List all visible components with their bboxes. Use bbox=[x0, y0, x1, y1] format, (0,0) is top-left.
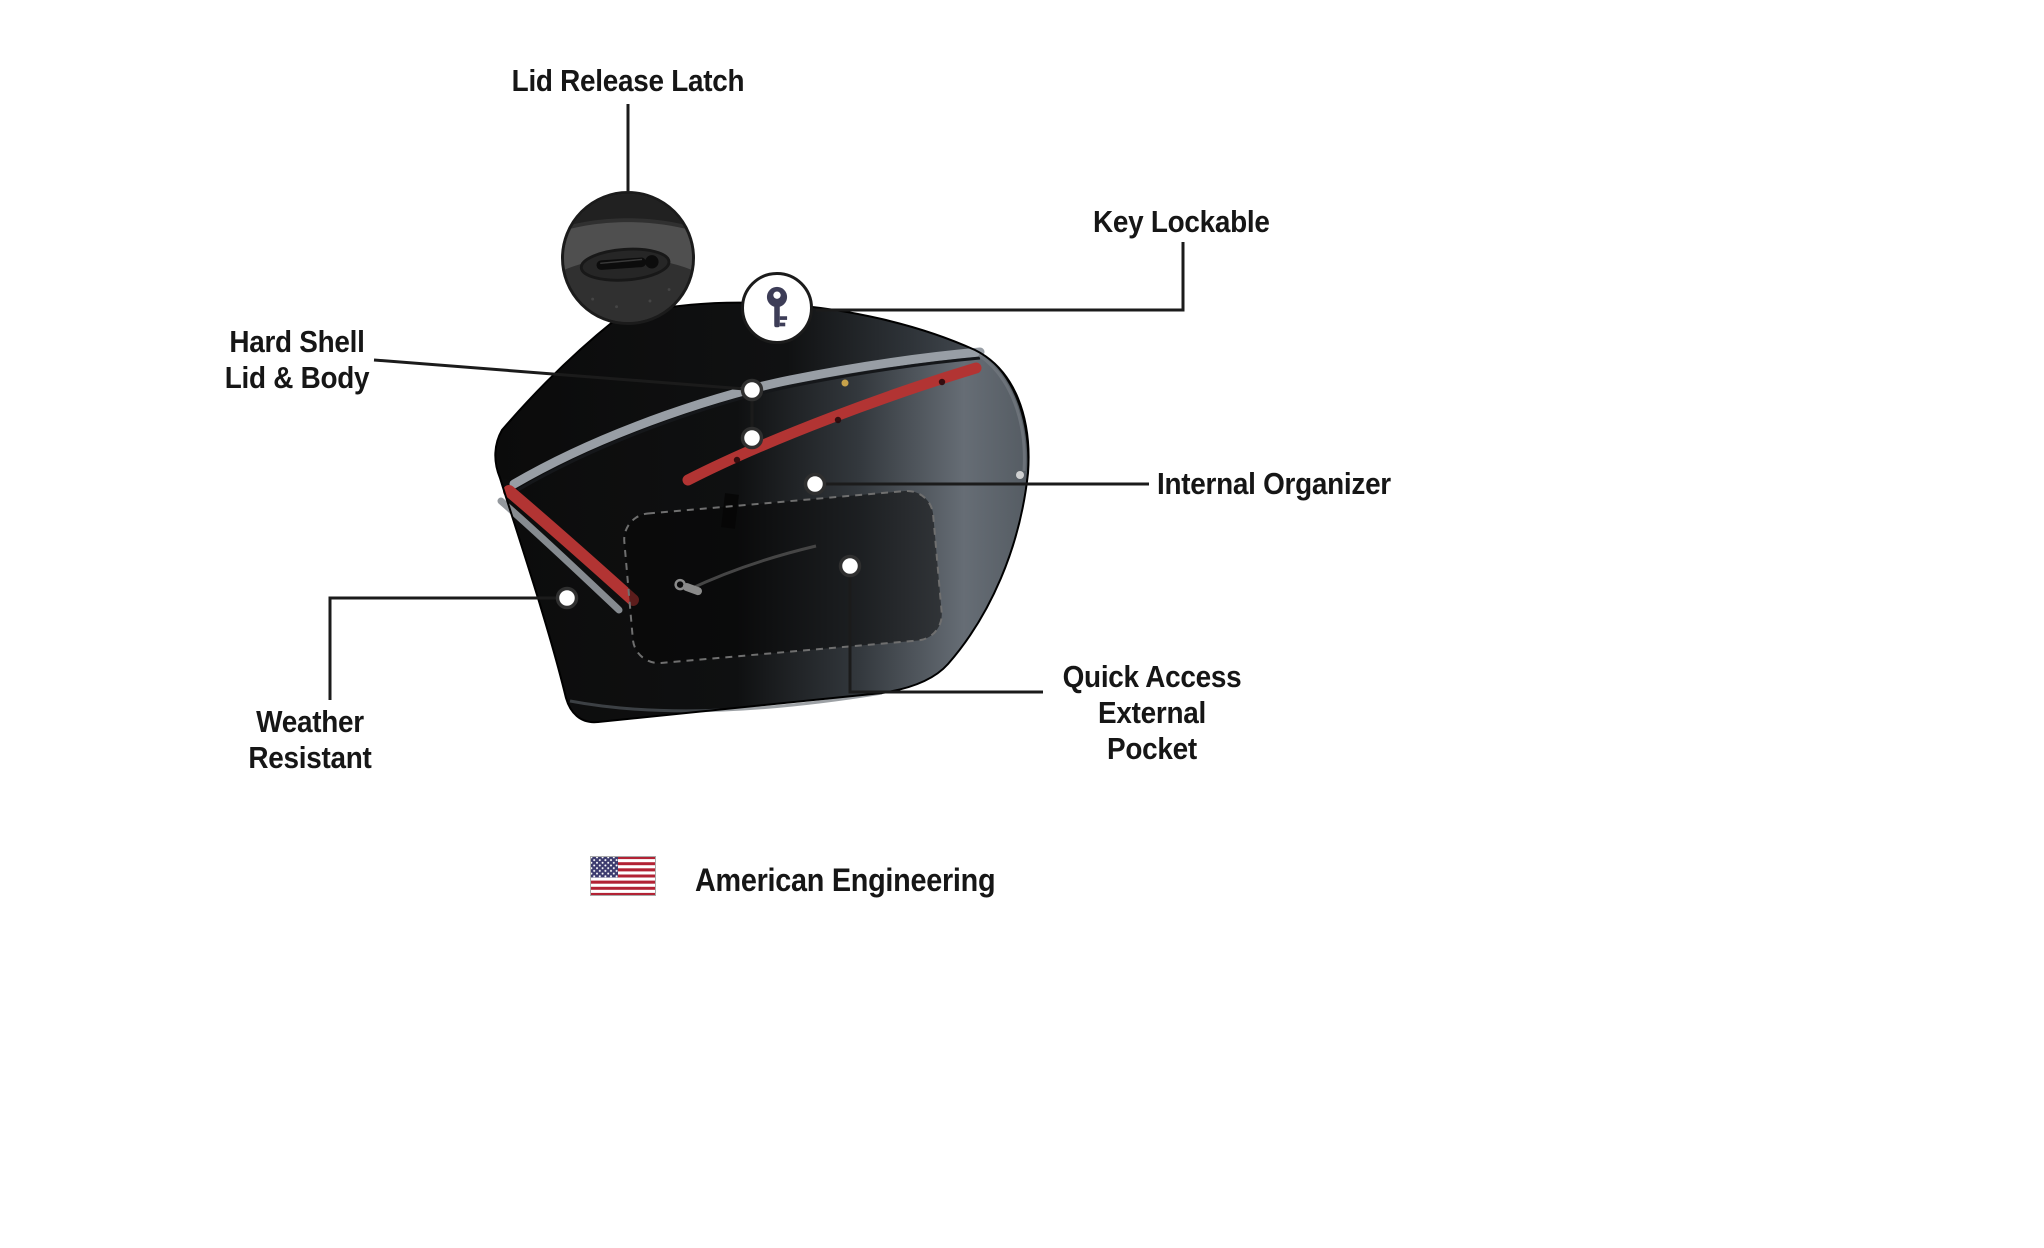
lid-seam-shadow bbox=[517, 356, 981, 492]
zipper-pull-icon bbox=[674, 578, 702, 596]
right-edge-highlight bbox=[978, 353, 1026, 472]
pocket-zipper-line bbox=[687, 544, 817, 592]
footer-tagline: American Engineering bbox=[695, 862, 996, 898]
key-icon bbox=[766, 286, 788, 328]
gold-rivet bbox=[841, 379, 849, 387]
callout-label-weather-resistant: Weather Resistant bbox=[248, 704, 372, 775]
external-pocket-panel bbox=[623, 489, 943, 665]
lid-latch-detail-icon bbox=[564, 194, 692, 322]
callout-label-hard-shell: Hard Shell Lid & Body bbox=[224, 324, 370, 395]
callout-label-lid-release-latch: Lid Release Latch bbox=[511, 63, 745, 98]
callout-label-key-lockable: Key Lockable bbox=[1093, 204, 1270, 239]
us-flag-icon bbox=[590, 856, 656, 896]
accent-stripe-left bbox=[503, 485, 639, 606]
callout-label-internal-organizer: Internal Organizer bbox=[1157, 466, 1391, 501]
lid-latch-detail-inset bbox=[561, 191, 695, 325]
callout-label-quick-access: Quick Access External Pocket bbox=[1062, 659, 1242, 766]
key-lockable-badge bbox=[741, 272, 813, 344]
stripe-rivets bbox=[733, 378, 946, 464]
edge-rivet bbox=[1016, 471, 1024, 479]
bottom-rim-highlight bbox=[569, 691, 883, 713]
lid-seam-trim bbox=[509, 347, 985, 489]
saddlebag-illustration bbox=[494, 301, 1030, 724]
trim-stripe-left bbox=[497, 497, 623, 614]
